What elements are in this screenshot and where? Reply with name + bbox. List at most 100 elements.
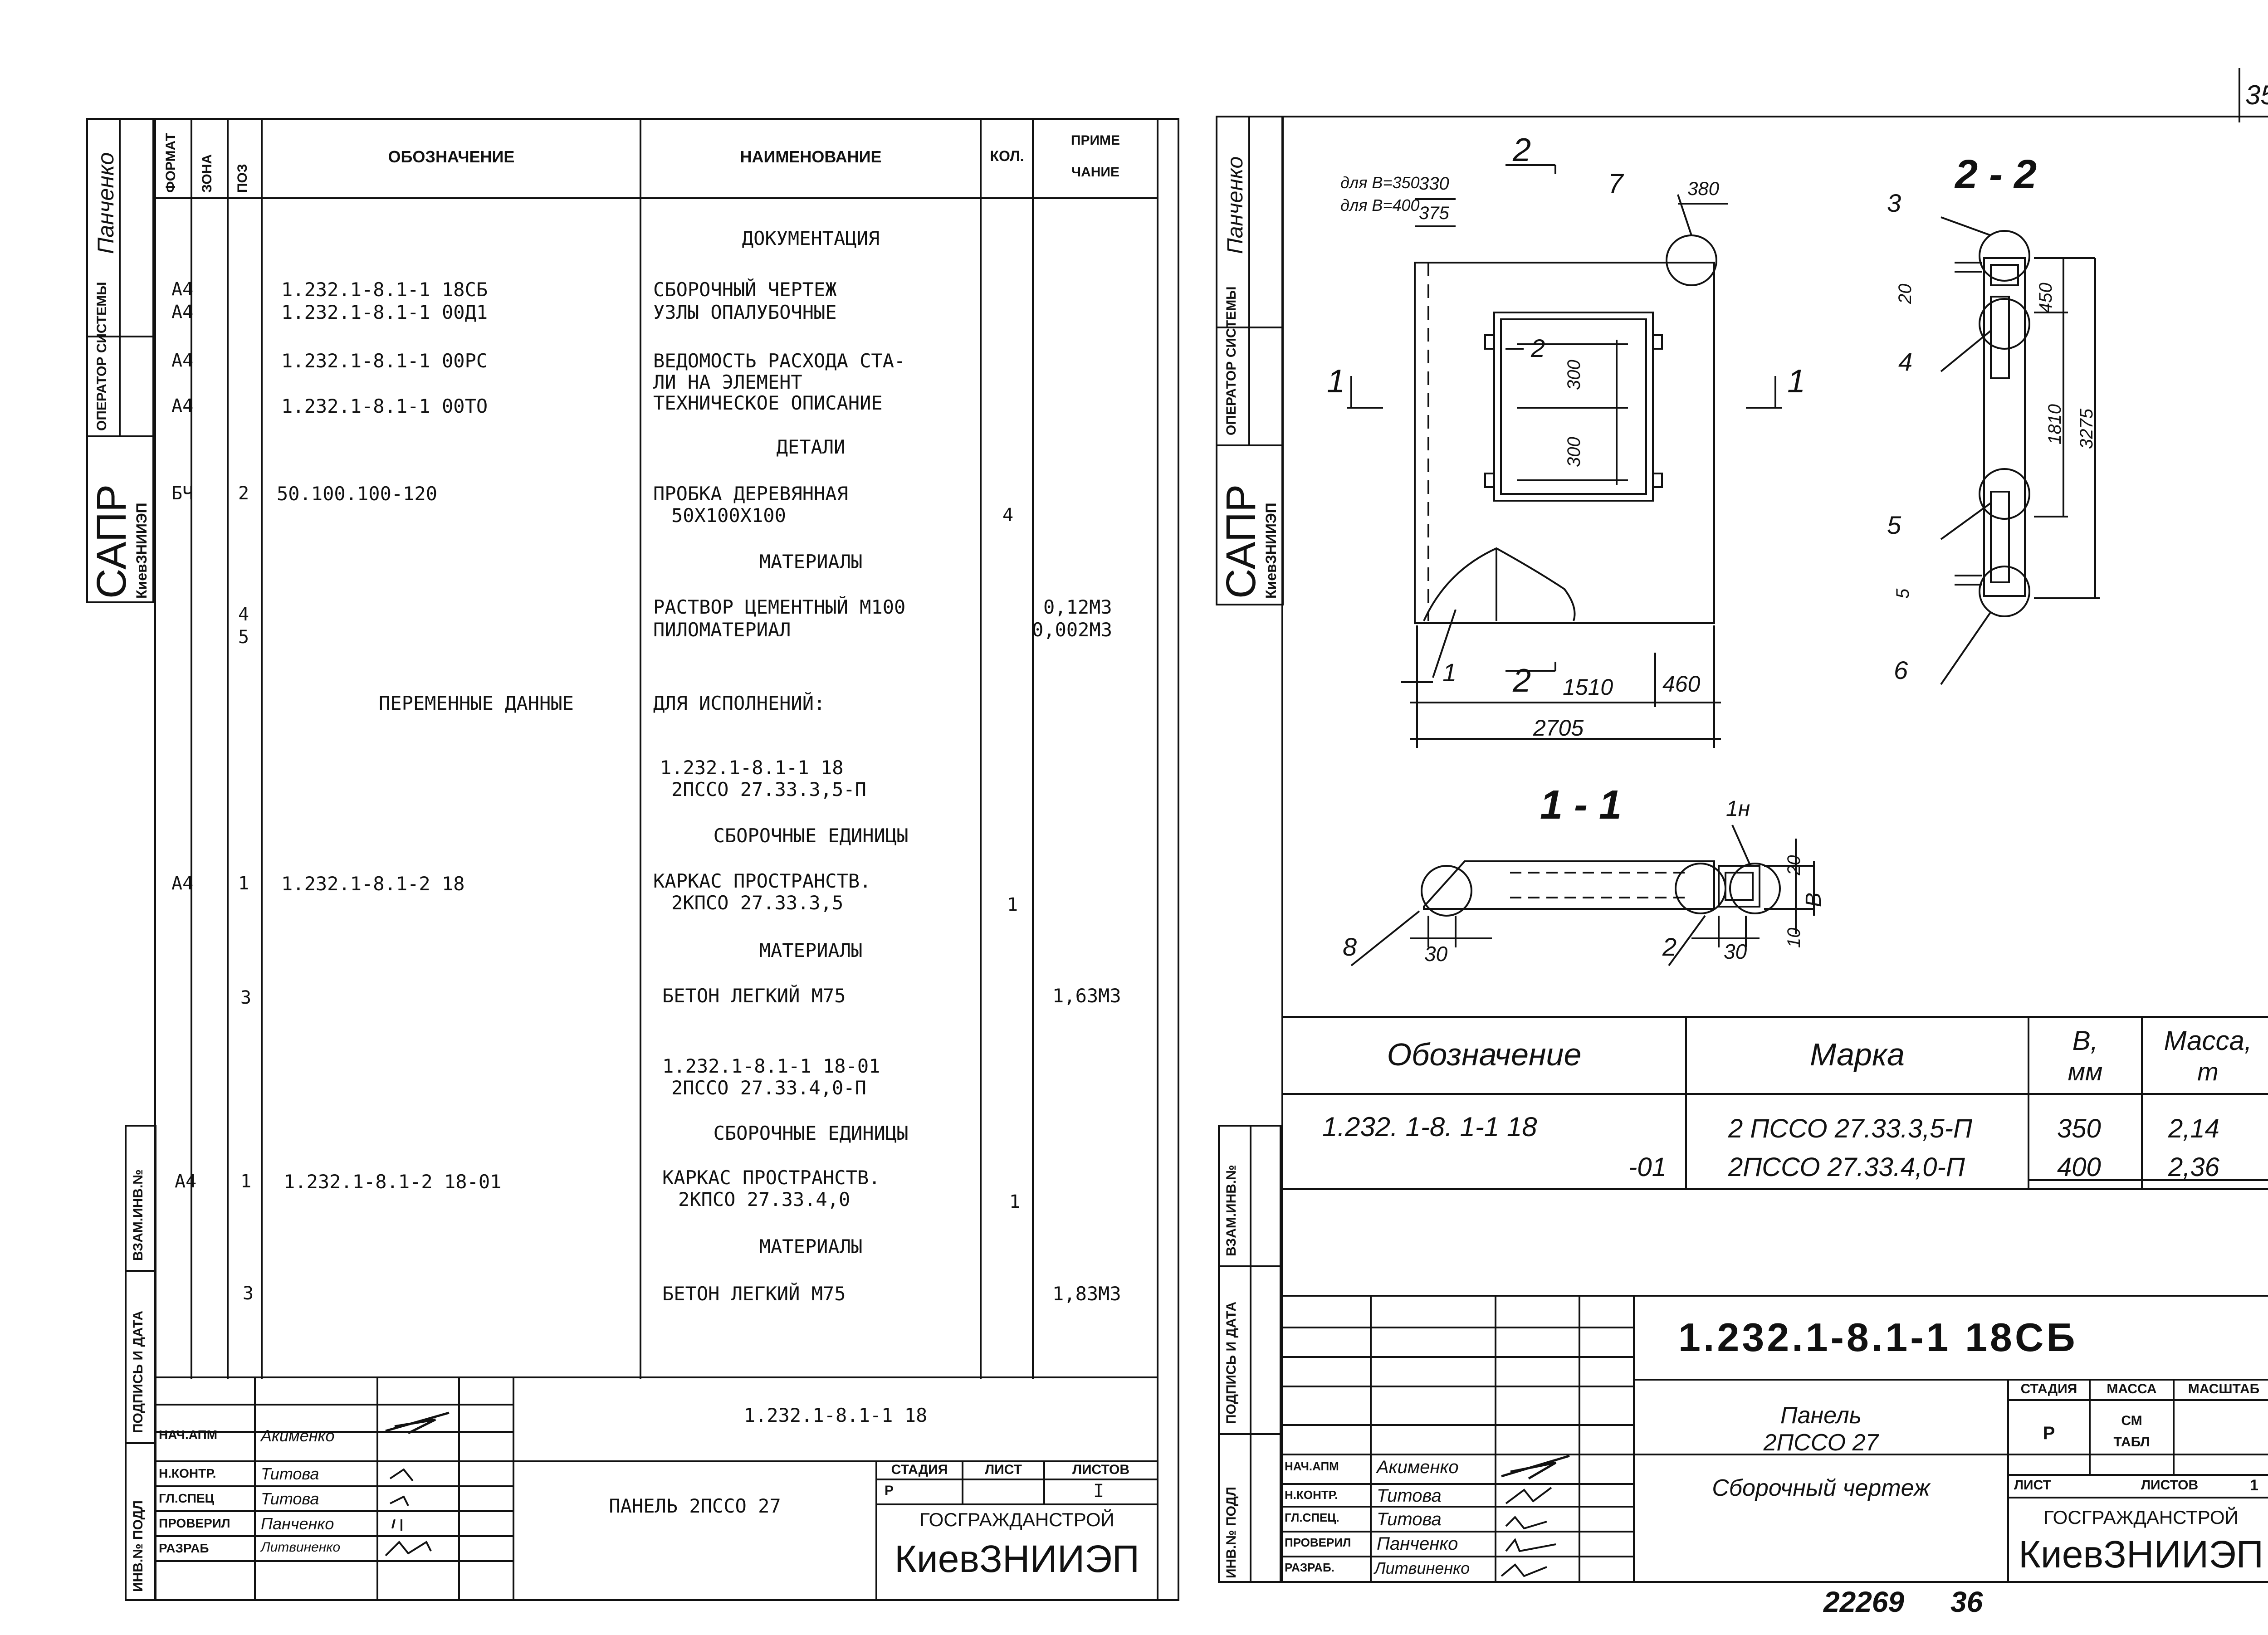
right-tb-name-4: Литвиненко [1374, 1559, 1470, 1577]
left-inv-label: ИНВ.№ ПОДЛ [131, 1500, 146, 1592]
sec22-dim-20: 20 [1895, 283, 1915, 304]
variant1-mark: 2ПССО 27.33.3,5-П [671, 778, 866, 800]
ref-2-plan: 2 [1531, 334, 1545, 362]
note-b400: для В=400 [1340, 196, 1420, 215]
right-tb-role-1: Н.КОНТР. [1285, 1488, 1338, 1502]
right-title-block-top [1281, 1295, 2268, 1297]
variable-data-for: ДЛЯ ИСПОЛНЕНИЙ: [653, 692, 826, 714]
right-tb-org: ГОСГРАЖДАНСТРОЙ [2043, 1507, 2239, 1528]
right-sheet-frame [1281, 116, 2268, 1583]
spec-header-rule [154, 197, 1157, 199]
right-tb-role-2: ГЛ.СПЕЦ. [1285, 1511, 1339, 1524]
r10-format: А4 [175, 1171, 197, 1192]
left-tb-org: ГОСГРАЖДАНСТРОЙ [919, 1509, 1114, 1530]
marks-hdr-marka: Марка [1810, 1037, 1905, 1072]
corner-tick [2239, 68, 2240, 122]
archive-page: 36 [1950, 1586, 1983, 1618]
left-tb-name-2: Титова [261, 1489, 319, 1508]
section-2-2-title: 2 - 2 [1955, 152, 2037, 197]
right-vzam-label: ВЗАМ.ИНВ.№ [1224, 1165, 1239, 1256]
left-sapr-label: САПР [88, 484, 135, 599]
r8-poz: 1 [238, 873, 249, 894]
marks-table-top [1281, 1016, 2268, 1018]
r4-designation: 1.232.1-8.1-1 00ТО [281, 395, 488, 417]
r10-poz: 1 [240, 1171, 252, 1192]
section-mark-1-left: 1 [1327, 363, 1345, 400]
sec11-dim-b: В [1802, 892, 1826, 907]
left-tb-name-0: Акименко [261, 1426, 335, 1445]
marks-r1-oboz: 1.232. 1-8. 1-1 18 [1322, 1112, 1537, 1142]
sec11-dim-30-left: 30 [1424, 942, 1448, 966]
hdr-naimenovanie: НАИМЕНОВАНИЕ [740, 147, 882, 166]
marks-hdr-mass-unit: т [2197, 1057, 2219, 1086]
marks-hdr-b: В, [2072, 1025, 2098, 1056]
sec-materials-1: МАТЕРИАЛЫ [759, 551, 863, 573]
r5-name-line1: ПРОБКА ДЕРЕВЯННАЯ [653, 483, 848, 505]
r7-poz: 5 [238, 627, 249, 648]
r4-format: А4 [171, 395, 194, 416]
r3-format: А4 [171, 350, 194, 371]
window-opening-inner [1500, 318, 1647, 495]
r8-name-line2: 2КПСО 27.33.3,5 [671, 892, 844, 914]
r8-name-line1: КАРКАС ПРОСТРАНСТВ. [653, 870, 871, 892]
marks-r1-marka: 2 ПССО 27.33.3,5-П [1728, 1114, 1972, 1143]
r8-designation: 1.232.1-8.1-2 18 [281, 873, 465, 895]
marks-r2-oboz: -01 [1628, 1152, 1667, 1182]
hdr-prim1: ПРИМЕ [1070, 133, 1120, 148]
r5-kol: 4 [1002, 505, 1014, 526]
right-top-signature: Панченко [1223, 156, 1247, 254]
r5-poz: 2 [238, 483, 249, 504]
right-tb-role-3: ПРОВЕРИЛ [1285, 1536, 1351, 1549]
right-signature-scribbles [1501, 1454, 1570, 1577]
hdr-kol: КОЛ. [990, 148, 1024, 164]
right-tb-list: ЛИСТ [2014, 1478, 2051, 1493]
left-podpis-label: ПОДПИСЬ И ДАТА [131, 1310, 146, 1433]
r6-name: РАСТВОР ЦЕМЕНТНЫЙ М100 [653, 596, 906, 618]
variant2-designation: 1.232.1-8.1-1 18-01 [662, 1055, 880, 1077]
right-tb-name-line2: 2ПССО 27 [1763, 1430, 1879, 1456]
r5-name-line2: 50Х100Х100 [671, 504, 786, 527]
spec-table-frame [154, 118, 1179, 1601]
variant2-mark: 2ПССО 27.33.4,0-П [671, 1077, 866, 1099]
dim-460: 460 [1662, 671, 1701, 697]
right-tb-role-4: РАЗРАБ. [1285, 1561, 1334, 1574]
r11-prim: 1,83М3 [1052, 1283, 1121, 1305]
sec22-dim-1810: 1810 [2045, 404, 2065, 444]
left-tb-designation: 1.232.1-8.1-1 18 [743, 1404, 928, 1426]
left-tb-listov: ЛИСТОВ [1072, 1462, 1130, 1477]
hdr-oboznachenie: ОБОЗНАЧЕНИЕ [388, 147, 515, 166]
dim-1510: 1510 [1563, 674, 1613, 700]
right-tb-name-1: Титова [1377, 1486, 1442, 1506]
r10-name-line2: 2КПСО 27.33.4,0 [678, 1188, 850, 1210]
left-tb-listov-value: I [1093, 1481, 1105, 1502]
right-tb-role-0: НАЧ.АПМ [1285, 1459, 1339, 1473]
sec-details: ДЕТАЛИ [776, 436, 846, 458]
r5-designation: 50.100.100-120 [277, 483, 438, 505]
page-corner-number: 35 [2245, 80, 2268, 110]
section11-outline [1423, 860, 1715, 910]
right-tb-masshtab: МАСШТАБ [2188, 1381, 2260, 1396]
right-tb-name-line3: Сборочный чертеж [1712, 1475, 1930, 1501]
section-mark-1-right: 1 [1787, 363, 1806, 400]
left-vzam-label: ВЗАМ.ИНВ.№ [131, 1169, 146, 1261]
right-tb-org2: КиевЗНИИЭП [2018, 1533, 2264, 1576]
hdr-zona: ЗОНА [200, 154, 215, 193]
r3-name-line2: ЛИ НА ЭЛЕМЕНТ [653, 371, 802, 393]
sec-documentation: ДОКУМЕНТАЦИЯ [742, 227, 880, 249]
r1-designation: 1.232.1-8.1-1 18СБ [281, 278, 488, 301]
left-title-block-rule [154, 1376, 1157, 1378]
r5-format: БЧ [171, 483, 194, 504]
r7-prim: 0,002М3 [1032, 619, 1113, 641]
dim-300-lower: 300 [1564, 437, 1584, 467]
left-tb-name-4: Литвиненко [261, 1540, 341, 1555]
right-tb-listov-value: 1 [2250, 1477, 2258, 1494]
detail-7-circle [1666, 234, 1717, 286]
ref-7: 7 [1608, 168, 1623, 199]
note-b350: для В=350 [1340, 173, 1420, 192]
sec11-dim-10: 10 [1784, 927, 1804, 948]
left-tb-org2: КиевЗНИИЭП [894, 1537, 1140, 1580]
left-top-signature: Панченко [93, 152, 118, 254]
right-tb-name-2: Титова [1377, 1509, 1442, 1529]
sec22-ref-5: 5 [1887, 511, 1901, 539]
panel-outline [1414, 262, 1715, 624]
